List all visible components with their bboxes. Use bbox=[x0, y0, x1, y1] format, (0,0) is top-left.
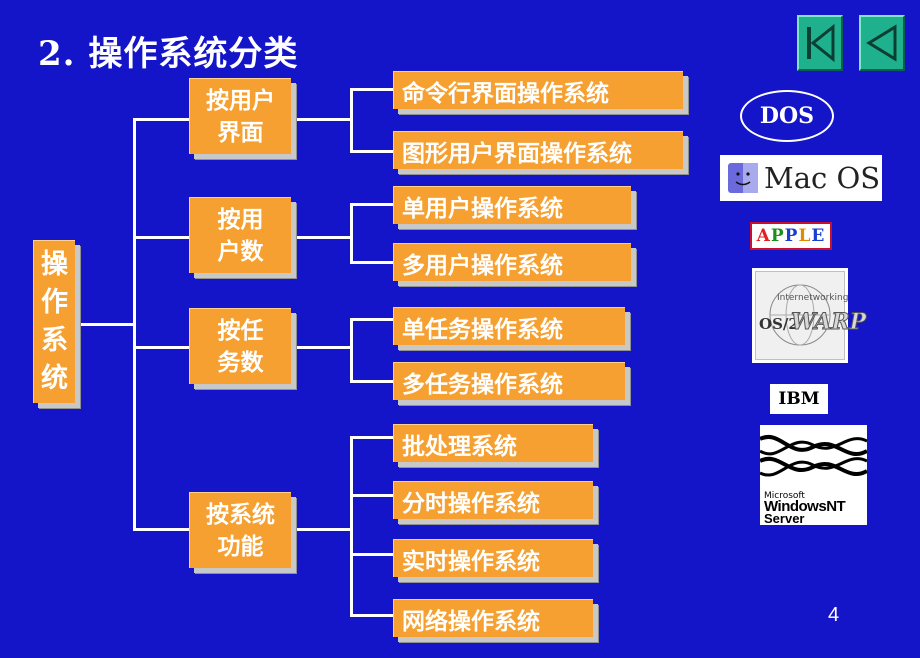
nt-server-text: Server bbox=[764, 511, 805, 525]
connector-fork-3 bbox=[350, 318, 353, 382]
leaf-multi-task-os: 多任务操作系统 bbox=[393, 362, 625, 400]
leaf-batch-system: 批处理系统 bbox=[393, 424, 593, 462]
connector-trunk bbox=[133, 118, 136, 530]
category-users: 按用 户数 bbox=[189, 197, 291, 273]
category-tasks: 按任 务数 bbox=[189, 308, 291, 384]
first-slide-button[interactable] bbox=[797, 15, 843, 71]
apple-letter: P bbox=[770, 226, 785, 246]
first-slide-icon bbox=[807, 23, 835, 63]
connector-cat-4 bbox=[133, 528, 189, 531]
leaf-single-user-os: 单用户操作系统 bbox=[393, 186, 631, 224]
nt-windowsnt-text: WindowsNT bbox=[764, 498, 846, 515]
connector-leaf bbox=[350, 318, 394, 321]
dos-logo: DOS bbox=[740, 90, 834, 142]
leaf-single-task-os: 单任务操作系统 bbox=[393, 307, 625, 345]
connector-leaf bbox=[350, 150, 394, 153]
category-ui: 按用户 界面 bbox=[189, 78, 291, 154]
os2-top-text: Internetworking bbox=[777, 293, 849, 303]
apple-letter: P bbox=[784, 226, 799, 246]
apple-letter: L bbox=[798, 226, 812, 246]
os2-main-text: OS/2 bbox=[759, 315, 799, 333]
ibm-logo: IBM bbox=[770, 384, 828, 414]
title-number: 2. bbox=[38, 34, 76, 74]
connector-branch-3 bbox=[292, 346, 352, 349]
os2-warp-logo: Internetworking OS/2 WARP bbox=[752, 268, 867, 363]
connector-leaf bbox=[350, 261, 394, 264]
connector-root bbox=[78, 323, 134, 326]
previous-slide-icon bbox=[866, 24, 897, 62]
connector-branch-4 bbox=[292, 528, 352, 531]
mac-face-icon bbox=[728, 163, 758, 193]
connector-branch-1 bbox=[292, 118, 352, 121]
connector-fork-4 bbox=[350, 436, 353, 616]
connector-cat-1 bbox=[133, 118, 189, 121]
connector-cat-2 bbox=[133, 236, 189, 239]
previous-slide-button[interactable] bbox=[859, 15, 905, 71]
leaf-network-os: 网络操作系统 bbox=[393, 599, 593, 637]
apple-letter: E bbox=[811, 226, 826, 246]
os2-globe-icon bbox=[769, 284, 831, 346]
nt-braid-icon bbox=[760, 435, 867, 477]
slide-title: 2. 操作系统分类 bbox=[38, 26, 298, 75]
connector-branch-2 bbox=[292, 236, 352, 239]
connector-fork-1 bbox=[350, 88, 353, 152]
category-function: 按系统 功能 bbox=[189, 492, 291, 568]
title-text: 操作系统分类 bbox=[88, 34, 299, 74]
apple-logo: A P P L E bbox=[750, 222, 832, 250]
connector-cat-3 bbox=[133, 346, 189, 349]
leaf-multi-user-os: 多用户操作系统 bbox=[393, 243, 631, 281]
connector-fork-2 bbox=[350, 203, 353, 263]
os2-warp-text: WARP bbox=[790, 309, 867, 336]
connector-leaf bbox=[350, 553, 394, 556]
connector-leaf bbox=[350, 614, 394, 617]
page-number: 4 bbox=[828, 604, 840, 626]
leaf-gui-os: 图形用户界面操作系统 bbox=[393, 131, 683, 169]
apple-letter: A bbox=[756, 226, 771, 246]
connector-leaf bbox=[350, 203, 394, 206]
connector-leaf bbox=[350, 380, 394, 383]
nt-microsoft-text: Microsoft bbox=[764, 491, 805, 501]
connector-leaf bbox=[350, 436, 394, 439]
windows-nt-server-logo: Microsoft WindowsNT Server bbox=[760, 425, 867, 525]
leaf-cli-os: 命令行界面操作系统 bbox=[393, 71, 683, 109]
macos-logo: Mac OS bbox=[720, 155, 882, 201]
connector-leaf bbox=[350, 494, 394, 497]
leaf-realtime-os: 实时操作系统 bbox=[393, 539, 593, 577]
connector-leaf bbox=[350, 88, 394, 91]
leaf-timesharing-os: 分时操作系统 bbox=[393, 481, 593, 519]
root-box: 操 作 系 统 bbox=[33, 240, 75, 403]
macos-text: Mac OS bbox=[764, 161, 881, 195]
